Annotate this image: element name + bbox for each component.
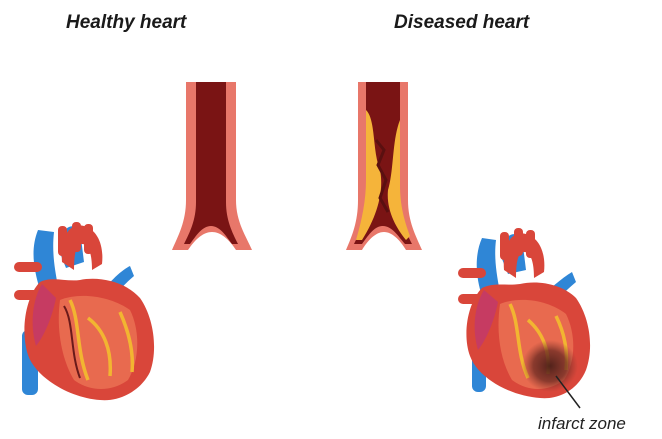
diseased-artery	[346, 82, 422, 250]
diseased-heart-illustration	[458, 228, 590, 408]
infarct-zone	[522, 340, 578, 392]
healthy-heart-illustration	[14, 222, 154, 400]
infarct-zone-label: infarct zone	[538, 414, 626, 434]
healthy-artery	[172, 82, 252, 250]
